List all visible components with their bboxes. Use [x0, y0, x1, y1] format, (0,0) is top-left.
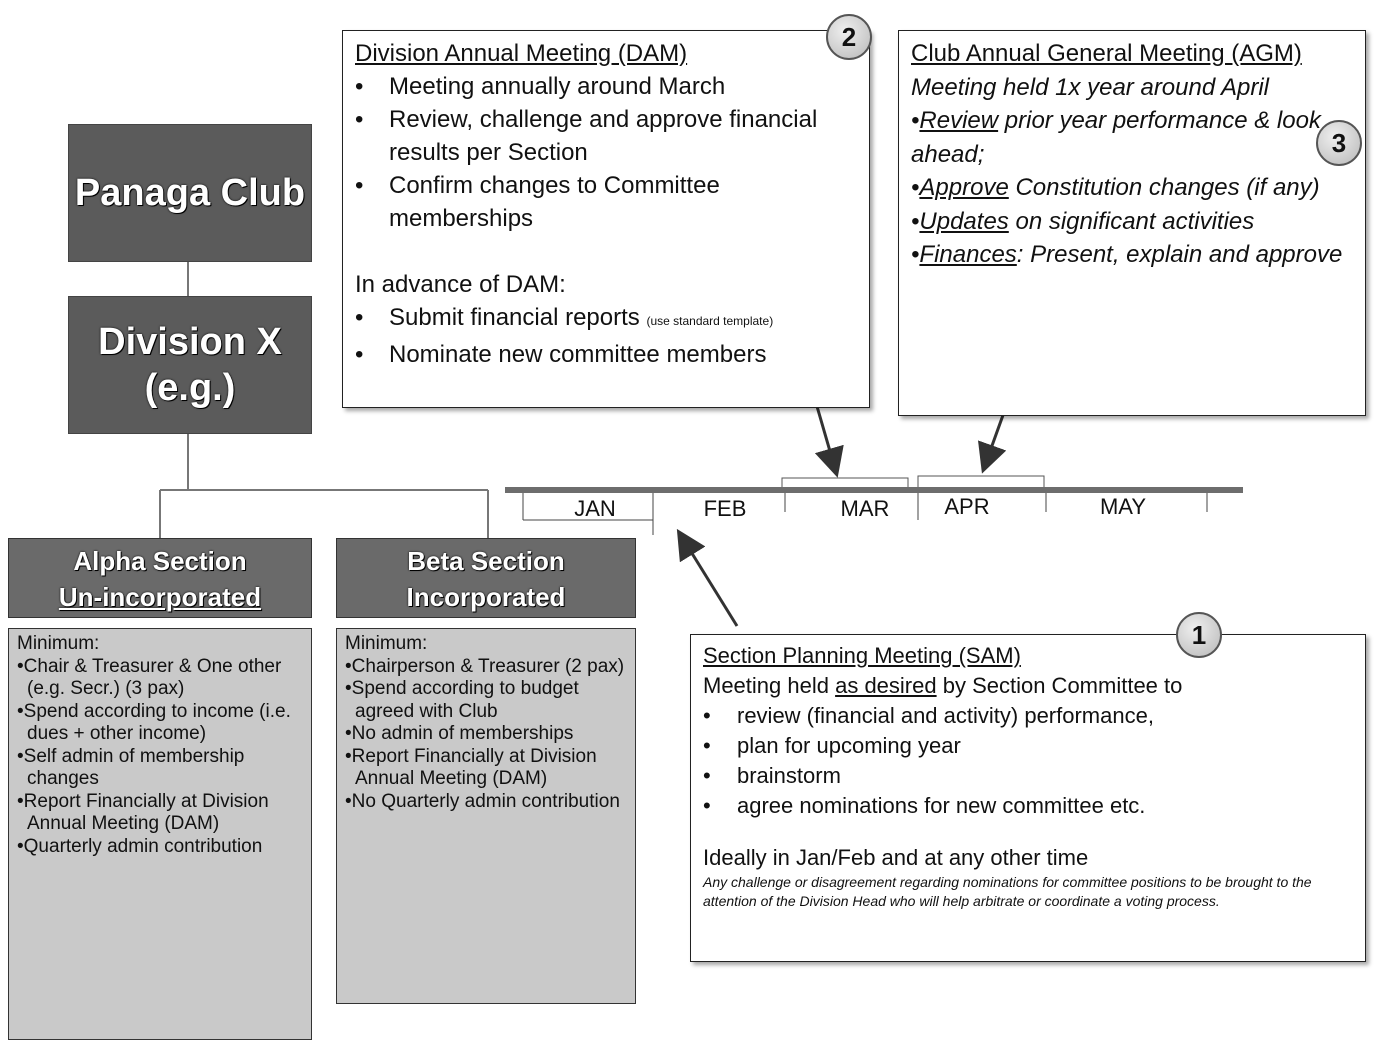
sam-bullet: •agree nominations for new committee etc… [703, 793, 1146, 818]
beta-item: •Spend according to budget agreed with C… [345, 678, 579, 722]
alpha-item: •Spend according to income (i.e. dues + … [17, 700, 291, 745]
alpha-section-header: Alpha Section Un-incorporated [8, 538, 312, 618]
beta-item: •No Quarterly admin contribution [345, 790, 620, 812]
dam-advance-heading: In advance of DAM: [355, 271, 566, 298]
step-2-badge: 2 [826, 14, 872, 60]
alpha-item: •Self admin of membership changes [17, 745, 245, 790]
dam-advance-bullet: •Submit financial reports (use standard … [355, 304, 774, 331]
dam-advance-bullet: •Nominate new committee members [355, 341, 767, 368]
step-1-badge: 1 [1176, 612, 1222, 658]
alpha-heading: Minimum: [17, 633, 100, 654]
month-mar: MAR [840, 496, 890, 521]
beta-item: •Report Financially at Division Annual M… [345, 745, 597, 790]
alpha-requirements: Minimum: •Chair & Treasurer & One other … [8, 628, 312, 1040]
sam-bullet: •plan for upcoming year [703, 733, 961, 758]
alpha-item: •Chair & Treasurer & One other (e.g. Sec… [17, 655, 282, 700]
agm-intro: Meeting held 1x year around April [911, 73, 1269, 101]
agm-title: Club Annual General Meeting (AGM) [911, 40, 1302, 67]
sam-intro: Meeting held as desired by Section Commi… [703, 673, 1183, 698]
sam-note: Any challenge or disagreement regarding … [703, 874, 1312, 909]
alpha-item: •Quarterly admin contribution [17, 835, 263, 857]
division-box: Division X (e.g.) [68, 296, 312, 434]
beta-heading: Minimum: [345, 633, 428, 654]
dam-title: Division Annual Meeting (DAM) [355, 40, 688, 67]
agm-item: •Review prior year performance & look ah… [911, 107, 1321, 168]
alpha-title: Alpha Section [73, 546, 247, 576]
alpha-subtitle: Un-incorporated [58, 582, 262, 612]
club-label: Panaga Club [74, 171, 306, 214]
month-feb: FEB [703, 496, 747, 521]
sam-callout: Section Planning Meeting (SAM) Meeting h… [690, 634, 1366, 962]
sam-bullet: •review (financial and activity) perform… [703, 703, 1154, 728]
month-apr: APR [944, 494, 990, 519]
sam-ideal: Ideally in Jan/Feb and at any other time [703, 845, 1089, 870]
beta-subtitle: Incorporated [406, 582, 566, 612]
agm-item: •Approve Constitution changes (if any) [911, 174, 1320, 201]
beta-requirements: Minimum: •Chairperson & Treasurer (2 pax… [336, 628, 636, 1004]
beta-item: •No admin of memberships [345, 723, 574, 744]
month-may: MAY [1099, 494, 1147, 519]
step-3-badge: 3 [1316, 120, 1362, 166]
agm-callout: Club Annual General Meeting (AGM) Meetin… [898, 30, 1366, 416]
alpha-item: •Report Financially at Division Annual M… [17, 790, 269, 835]
dam-bullet: •Meeting annually around March [355, 73, 726, 100]
agm-item: •Updates on significant activities [911, 207, 1255, 235]
dam-advance-note: (use standard template) [646, 314, 774, 328]
beta-title: Beta Section [407, 546, 565, 576]
division-label: Division X (e.g.) [98, 321, 282, 409]
sam-bullet: •brainstorm [703, 763, 841, 788]
dam-callout: Division Annual Meeting (DAM) •Meeting a… [342, 30, 870, 408]
beta-section-header: Beta Section Incorporated [336, 538, 636, 618]
dam-bullet: •Review, challenge and approve financial… [355, 106, 818, 166]
beta-item: •Chairperson & Treasurer (2 pax) [345, 655, 625, 677]
sam-title: Section Planning Meeting (SAM) [703, 643, 1021, 668]
dam-bullet: •Confirm changes to Committee membership… [355, 172, 720, 232]
agm-item: •Finances: Present, explain and approve [911, 241, 1343, 268]
month-jan: JAN [574, 496, 616, 521]
club-box: Panaga Club [68, 124, 312, 262]
